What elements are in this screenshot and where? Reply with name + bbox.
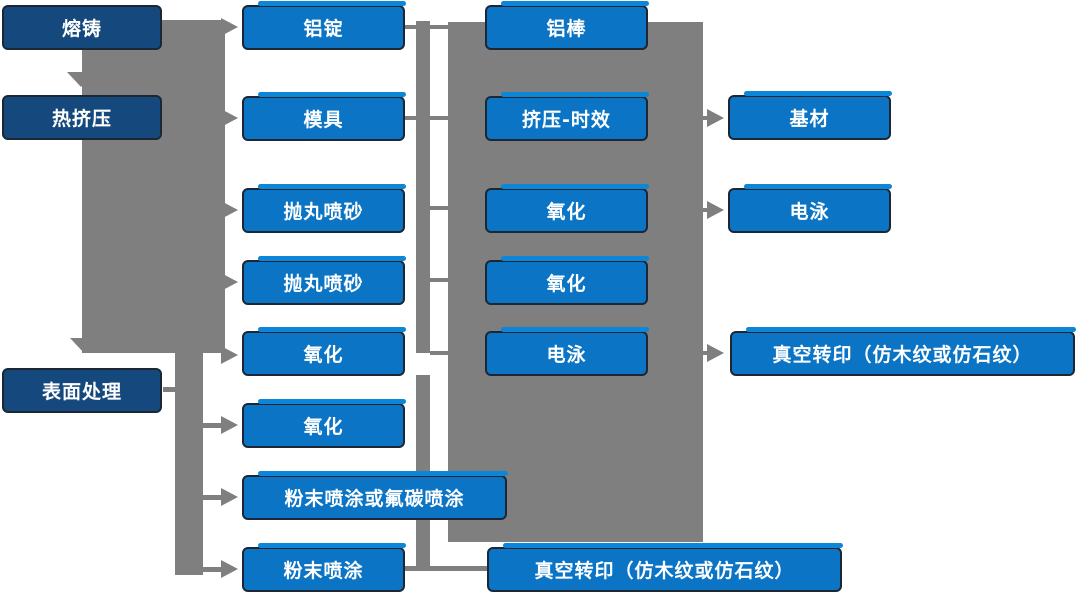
arrow-down-icon xyxy=(67,72,95,87)
connector-surface-treatment-stub xyxy=(163,387,177,392)
node-label: 表面处理 xyxy=(41,381,122,403)
node-vacuum-transfer-print-bottom: 真空转印（仿木纹或仿石纹） xyxy=(487,543,843,592)
arrow-right-icon xyxy=(707,344,724,362)
node-label: 真空转印（仿木纹或仿石纹） xyxy=(772,344,1033,366)
connector-stub xyxy=(430,206,448,210)
connector-left-rail xyxy=(175,353,203,575)
node-substrate: 基材 xyxy=(728,91,892,140)
connector-stub xyxy=(698,116,710,120)
arrow-down-icon xyxy=(70,338,98,353)
node-label: 铝棒 xyxy=(546,18,587,40)
arrow-right-icon xyxy=(221,201,238,219)
node-shot-blasting-2: 抛丸喷砂 xyxy=(242,256,406,305)
node-label: 粉末喷涂 xyxy=(283,560,364,582)
node-label: 模具 xyxy=(303,109,344,131)
connector-stub xyxy=(430,25,448,29)
connector-stub xyxy=(430,351,448,355)
node-label: 氧化 xyxy=(546,201,587,223)
node-label: 氧化 xyxy=(303,416,344,438)
arrow-right-icon xyxy=(221,109,238,127)
node-label: 电泳 xyxy=(546,344,587,366)
node-extrusion-aging: 挤压-时效 xyxy=(485,92,649,141)
connector-stub xyxy=(430,116,448,120)
node-label: 熔铸 xyxy=(61,18,102,40)
node-electrophoresis-2: 电泳 xyxy=(728,184,892,233)
arrow-right-icon xyxy=(707,109,724,127)
arrow-right-icon xyxy=(221,560,238,578)
connector-stub xyxy=(203,423,223,428)
connector-stub xyxy=(405,25,416,29)
node-mold: 模具 xyxy=(242,92,406,141)
node-aluminum-ingot: 铝锭 xyxy=(242,1,406,50)
connector-main-band xyxy=(82,20,225,353)
node-label: 抛丸喷砂 xyxy=(283,201,364,223)
connector-stub xyxy=(405,116,416,120)
arrow-right-icon xyxy=(221,18,238,36)
node-oxidation-4: 氧化 xyxy=(485,256,649,305)
node-label: 挤压-时效 xyxy=(522,109,611,131)
node-oxidation-1: 氧化 xyxy=(242,327,406,376)
node-label: 抛丸喷砂 xyxy=(283,273,364,295)
node-label: 铝锭 xyxy=(303,18,344,40)
arrow-right-icon xyxy=(221,488,238,506)
node-melting-casting: 熔铸 xyxy=(2,5,162,50)
node-powder-coating: 粉末喷涂 xyxy=(242,543,406,592)
node-vacuum-transfer-print-right: 真空转印（仿木纹或仿石纹） xyxy=(730,327,1076,376)
node-oxidation-3: 氧化 xyxy=(485,184,649,233)
connector-stub xyxy=(203,567,223,572)
node-label: 氧化 xyxy=(546,273,587,295)
connector-stub xyxy=(698,208,710,212)
connector-bottom-foot xyxy=(405,566,487,571)
connector-mid-rail-upper xyxy=(416,21,430,353)
node-label: 粉末喷涂或氟碳喷涂 xyxy=(284,488,465,510)
node-shot-blasting-1: 抛丸喷砂 xyxy=(242,184,406,233)
arrow-right-icon xyxy=(221,273,238,291)
arrow-right-icon xyxy=(221,416,238,434)
connector-stub xyxy=(430,278,448,282)
node-label: 热挤压 xyxy=(51,108,112,130)
node-aluminum-rod: 铝棒 xyxy=(485,1,649,50)
node-label: 基材 xyxy=(789,108,830,130)
node-hot-extrusion: 热挤压 xyxy=(2,95,162,140)
arrow-right-icon xyxy=(707,201,724,219)
connector-stub xyxy=(203,495,223,500)
node-powder-or-fluorocarbon-coating: 粉末喷涂或氟碳喷涂 xyxy=(242,471,508,520)
connector-stub xyxy=(698,351,710,355)
node-label: 真空转印（仿木纹或仿石纹） xyxy=(534,560,795,582)
node-oxidation-2: 氧化 xyxy=(242,399,406,448)
arrow-right-icon xyxy=(221,346,238,364)
node-surface-treatment: 表面处理 xyxy=(2,368,162,413)
node-electrophoresis-1: 电泳 xyxy=(485,327,649,376)
node-label: 电泳 xyxy=(789,201,830,223)
node-label: 氧化 xyxy=(303,344,344,366)
